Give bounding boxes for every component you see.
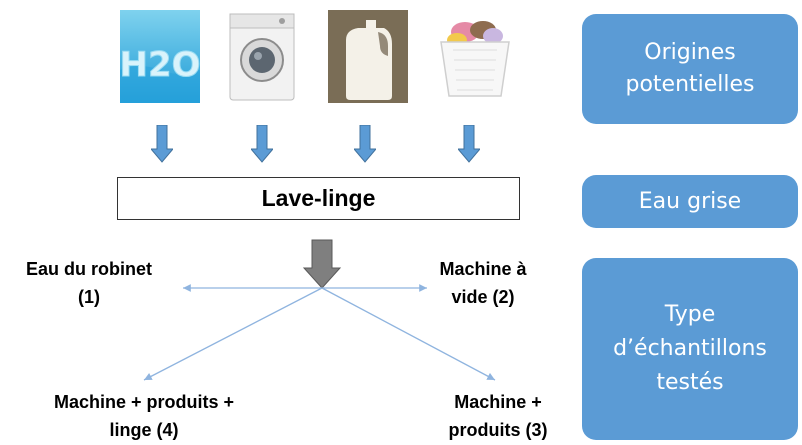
grey-water-box: Eau grise bbox=[582, 175, 798, 228]
connector-line-machine-products-laundry bbox=[143, 287, 323, 381]
h2o-water-image: H2O bbox=[120, 10, 200, 103]
down-arrow-icon bbox=[149, 124, 175, 163]
sample-label-tap-water: Eau du robinet (1) bbox=[14, 255, 164, 311]
down-arrow-icon bbox=[249, 124, 275, 163]
samples-line3: testés bbox=[656, 370, 724, 395]
detergent-bottle-image bbox=[328, 10, 408, 103]
origins-box: Origines potentielles bbox=[582, 14, 798, 124]
samples-line1: Type bbox=[664, 302, 716, 327]
svg-text:H2O: H2O bbox=[120, 45, 200, 85]
origins-line2: potentielles bbox=[625, 72, 755, 97]
sample-label-line: Eau du robinet bbox=[26, 259, 152, 279]
sample-label-line: (1) bbox=[78, 287, 100, 307]
samples-line2: d’échantillons bbox=[613, 336, 767, 361]
sample-label-machine-products: Machine + produits (3) bbox=[430, 388, 566, 444]
down-arrow-icon bbox=[456, 124, 482, 163]
sample-label-line: produits (3) bbox=[448, 420, 548, 440]
sample-label-line: Machine + produits + bbox=[53, 392, 235, 412]
washing-machine-box: Lave-linge bbox=[117, 177, 520, 220]
grey-down-arrow-icon bbox=[302, 239, 342, 289]
origins-line1: Origines bbox=[644, 40, 736, 65]
sample-label-line: linge (4) bbox=[109, 420, 179, 440]
washing-machine-image bbox=[222, 10, 302, 103]
washing-machine-box-label: Lave-linge bbox=[261, 185, 376, 211]
sample-label-machine-products-laundry: Machine + produits + linge (4) bbox=[26, 388, 262, 444]
sample-label-line: Machine à bbox=[439, 259, 527, 279]
connector-line-machine-products bbox=[321, 287, 496, 381]
sample-label-line: Machine + bbox=[454, 392, 542, 412]
sample-label-line: vide (2) bbox=[451, 287, 515, 307]
sample-label-empty-machine: Machine à vide (2) bbox=[425, 255, 541, 311]
laundry-basket-image bbox=[435, 10, 515, 103]
down-arrow-icon bbox=[352, 124, 378, 163]
samples-box: Type d’échantillons testés bbox=[582, 258, 798, 440]
grey-water-label: Eau grise bbox=[638, 189, 742, 214]
